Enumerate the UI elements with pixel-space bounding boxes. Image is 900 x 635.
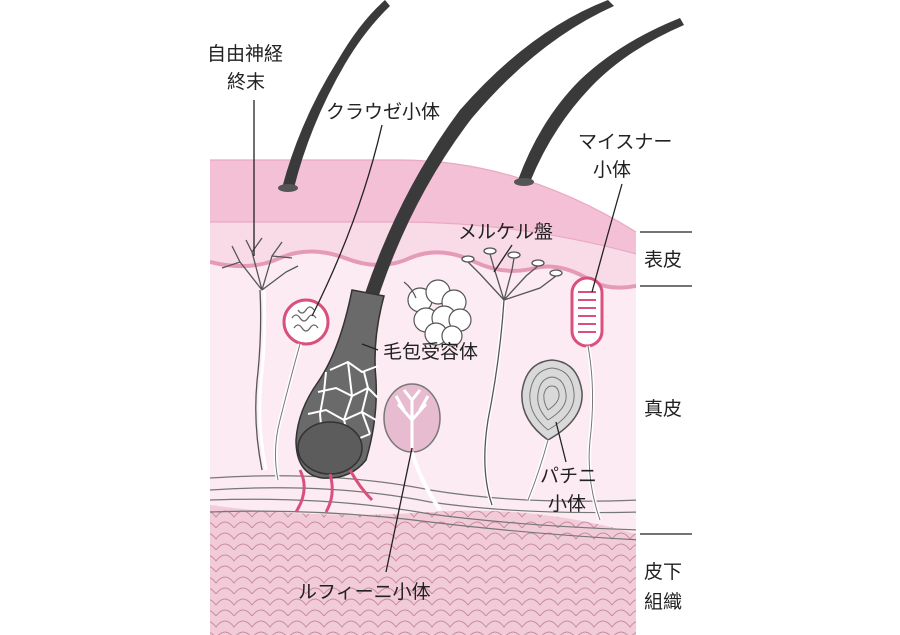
label-subcutaneous-2: 組織 — [644, 591, 682, 613]
layer-labels: 表皮 真皮 皮下 組織 — [644, 249, 682, 613]
label-ruffini: ルフィーニ小体 — [298, 581, 431, 603]
leader-merkel — [493, 244, 513, 273]
receptor-labels: 自由神経 終末 クラウゼ小体 マイスナー 小体 メルケル盤 毛包受容体 パチニ … — [207, 43, 672, 603]
hairs — [278, 0, 684, 298]
merkel-cell-cluster — [403, 279, 472, 347]
label-pacini-1: パチニ — [540, 465, 597, 487]
label-pacini-2: 小体 — [548, 493, 586, 515]
free-nerve-endings — [221, 237, 299, 471]
label-dermis: 真皮 — [644, 398, 682, 420]
ruffini-nerve — [410, 451, 442, 512]
merkel-discs — [461, 247, 563, 506]
leader-pacini — [555, 421, 567, 463]
ruffini-corpuscle — [383, 383, 442, 512]
hair-right — [518, 18, 684, 182]
krause-capsule — [282, 298, 330, 346]
label-epidermis: 表皮 — [644, 249, 682, 271]
meissner-coils — [578, 291, 596, 333]
epidermis-lower-band — [210, 222, 636, 288]
leader-meissner — [591, 183, 623, 293]
pacini-capsule — [521, 359, 583, 441]
label-meissner-1: マイスナー — [578, 131, 672, 153]
hair-follicle-receptor — [294, 289, 385, 513]
pacinian-corpuscle — [521, 359, 583, 501]
label-krause: クラウゼ小体 — [326, 101, 440, 123]
subcutaneous-region — [210, 505, 636, 635]
label-free-nerve-endings-2: 終末 — [227, 71, 265, 93]
follicle-vessel — [294, 469, 374, 513]
hair-right-root — [514, 178, 534, 186]
meissner-corpuscle — [570, 276, 604, 521]
hair-left-root — [278, 184, 298, 192]
leader-ruffini — [385, 447, 413, 573]
follicle-bulb — [297, 421, 363, 475]
label-subcutaneous-1: 皮下 — [644, 561, 682, 583]
label-meissner-2: 小体 — [593, 159, 631, 181]
pacini-lamellae — [529, 367, 575, 431]
skin-surface-line — [210, 221, 636, 256]
hair-left — [282, 0, 390, 188]
label-merkel: メルケル盤 — [458, 221, 553, 243]
label-free-nerve-endings-1: 自由神経 — [207, 43, 283, 65]
meissner-capsule — [570, 276, 604, 348]
label-hair-follicle: 毛包受容体 — [383, 341, 478, 363]
krause-corpuscle — [273, 298, 330, 481]
skin-outline — [210, 159, 637, 233]
ruffini-branches — [394, 389, 430, 448]
leader-krause — [311, 124, 383, 317]
leader-hair-follicle — [361, 343, 379, 351]
leader-lines — [253, 100, 692, 573]
